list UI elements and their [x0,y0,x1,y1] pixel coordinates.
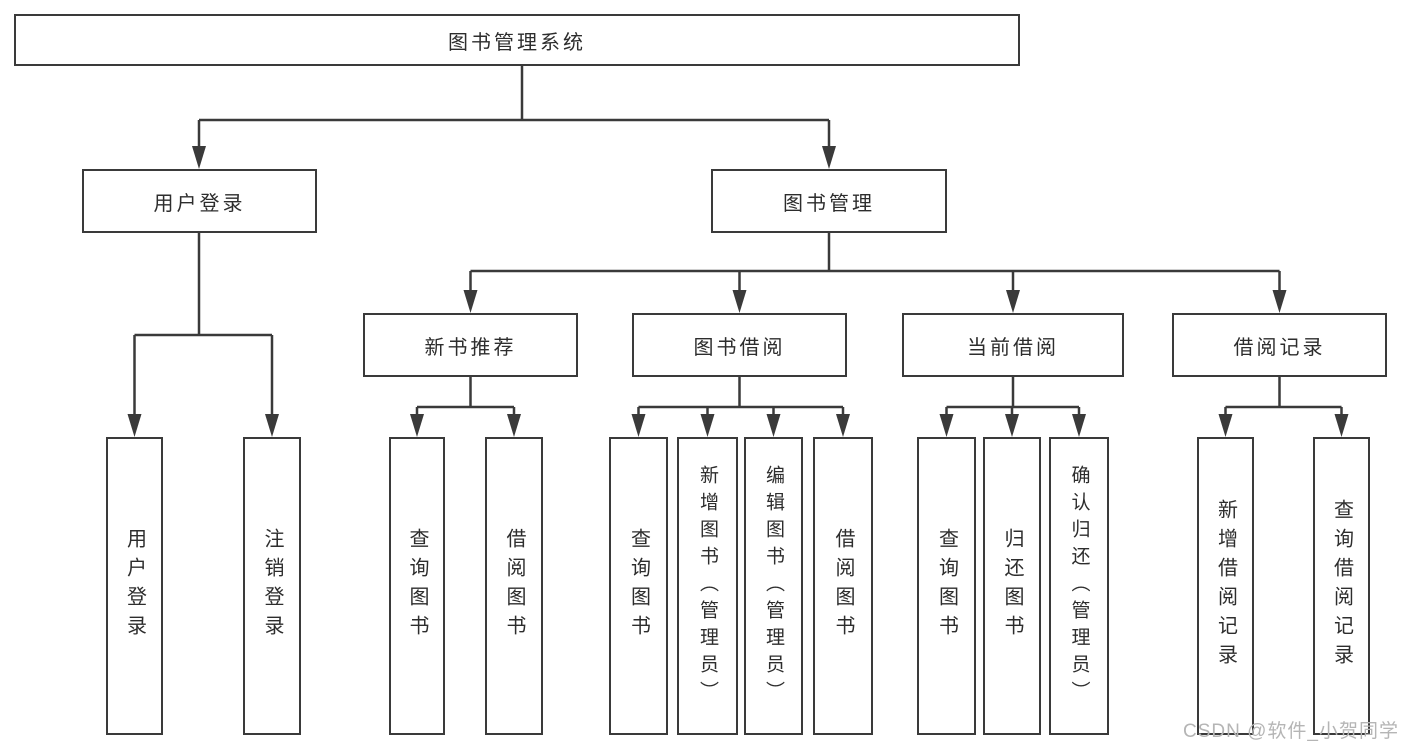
leaf-query-books-recommend: 查询图书 [389,437,445,735]
leaf-query-borrow-record: 查询借阅记录 [1313,437,1370,735]
leaf-user-login: 用户登录 [106,437,163,735]
node-new-book-recommend: 新书推荐 [363,313,578,377]
leaf-query-books-current: 查询图书 [917,437,976,735]
leaf-add-books-admin-label: 新增图书（管理员） [697,464,718,708]
node-current-borrowing-label: 当前借阅 [967,336,1059,359]
node-user-login-label: 用户登录 [153,192,246,215]
leaf-add-borrow-record-label: 新增借阅记录 [1214,499,1237,673]
node-current-borrowing: 当前借阅 [902,313,1124,377]
node-borrowing-records-label: 借阅记录 [1233,336,1326,359]
node-root-system-label: 图书管理系统 [448,31,586,54]
leaf-query-borrow-record-label: 查询借阅记录 [1330,499,1353,673]
leaf-edit-books-admin-label: 编辑图书（管理员） [763,464,784,708]
leaf-edit-books-admin: 编辑图书（管理员） [744,437,803,735]
leaf-borrow-books-recommend-label: 借阅图书 [503,528,525,644]
leaf-logout: 注销登录 [243,437,301,735]
node-book-borrowing-label: 图书借阅 [693,336,786,359]
leaf-add-books-admin: 新增图书（管理员） [677,437,738,735]
leaf-add-borrow-record: 新增借阅记录 [1197,437,1254,735]
node-book-borrowing: 图书借阅 [632,313,847,377]
node-book-management-label: 图书管理 [783,192,875,215]
node-borrowing-records: 借阅记录 [1172,313,1387,377]
leaf-return-books: 归还图书 [983,437,1041,735]
leaf-confirm-return-admin: 确认归还（管理员） [1049,437,1109,735]
leaf-borrow-books-recommend: 借阅图书 [485,437,543,735]
leaf-query-books-borrow-label: 查询图书 [627,528,650,644]
node-book-management: 图书管理 [711,169,947,233]
leaf-query-books-borrow: 查询图书 [609,437,668,735]
leaf-logout-label: 注销登录 [261,528,283,644]
leaf-borrow-books-borrow-label: 借阅图书 [832,528,854,644]
node-new-book-recommend-label: 新书推荐 [424,336,517,359]
csdn-watermark: CSDN @软件_小贺同学 [1183,721,1399,742]
node-user-login: 用户登录 [82,169,317,233]
leaf-user-login-label: 用户登录 [123,528,146,644]
leaf-query-books-recommend-label: 查询图书 [406,528,428,644]
leaf-return-books-label: 归还图书 [1001,528,1023,644]
leaf-query-books-current-label: 查询图书 [935,528,958,644]
leaf-confirm-return-admin-label: 确认归还（管理员） [1068,464,1090,708]
leaf-borrow-books-borrow: 借阅图书 [813,437,873,735]
node-root-system: 图书管理系统 [14,14,1020,66]
